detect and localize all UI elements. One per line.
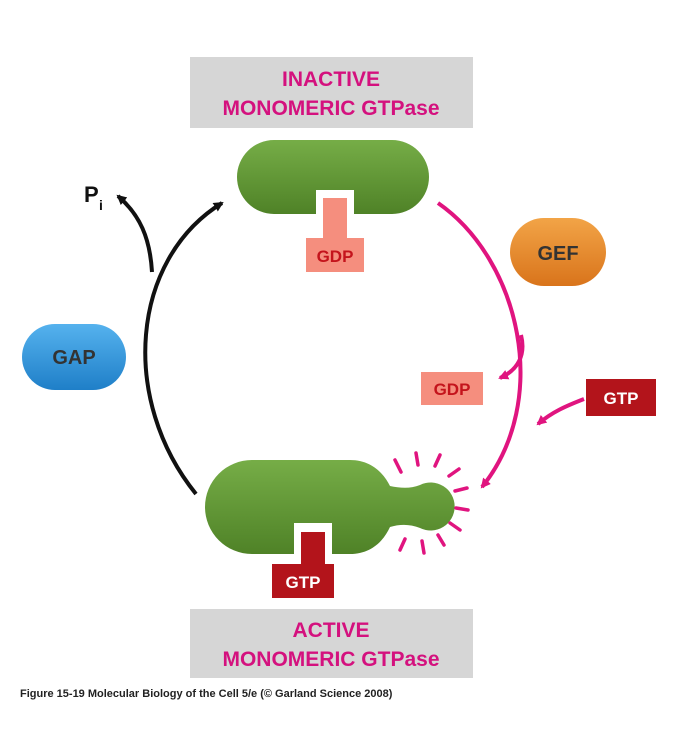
gdp-released: GDP xyxy=(421,372,483,405)
gef-label: GEF xyxy=(537,243,578,265)
figure-caption: Figure 15-19 Molecular Biology of the Ce… xyxy=(20,688,393,700)
active-label-line1: ACTIVE xyxy=(292,619,369,642)
gtp-bound-active: GTP xyxy=(272,532,334,598)
inactive-label-line2: MONOMERIC GTPase xyxy=(222,97,439,120)
active-gtpase-protein xyxy=(205,460,455,554)
pi-main-label: P xyxy=(84,182,99,207)
hydrolysis-arrow xyxy=(143,201,224,496)
gtp-incoming-arrow xyxy=(536,397,585,426)
gdp-release-arrow xyxy=(498,334,525,380)
active-label-line2: MONOMERIC GTPase xyxy=(222,648,439,671)
activation-rays xyxy=(393,451,470,555)
active-label-box: ACTIVE MONOMERIC GTPase xyxy=(190,609,473,678)
inactive-label-box: INACTIVE MONOMERIC GTPase xyxy=(190,57,473,128)
pi-release-arrow xyxy=(116,194,154,273)
gef-pill: GEF xyxy=(510,218,606,286)
gdp-released-label: GDP xyxy=(434,380,471,399)
gdp-bound-label: GDP xyxy=(317,247,354,266)
gtp-incoming-label: GTP xyxy=(604,389,639,408)
exchange-arrow xyxy=(436,201,523,489)
gap-pill: GAP xyxy=(22,324,126,390)
pi-sub-label: i xyxy=(99,197,103,213)
gap-label: GAP xyxy=(52,347,95,369)
gtp-bound-label: GTP xyxy=(286,573,321,592)
pi-label: P i xyxy=(84,182,103,213)
inactive-gtpase-protein xyxy=(237,140,429,214)
gtp-incoming: GTP xyxy=(586,379,656,416)
gdp-bound-inactive: GDP xyxy=(306,198,364,272)
inactive-label-line1: INACTIVE xyxy=(282,68,380,91)
